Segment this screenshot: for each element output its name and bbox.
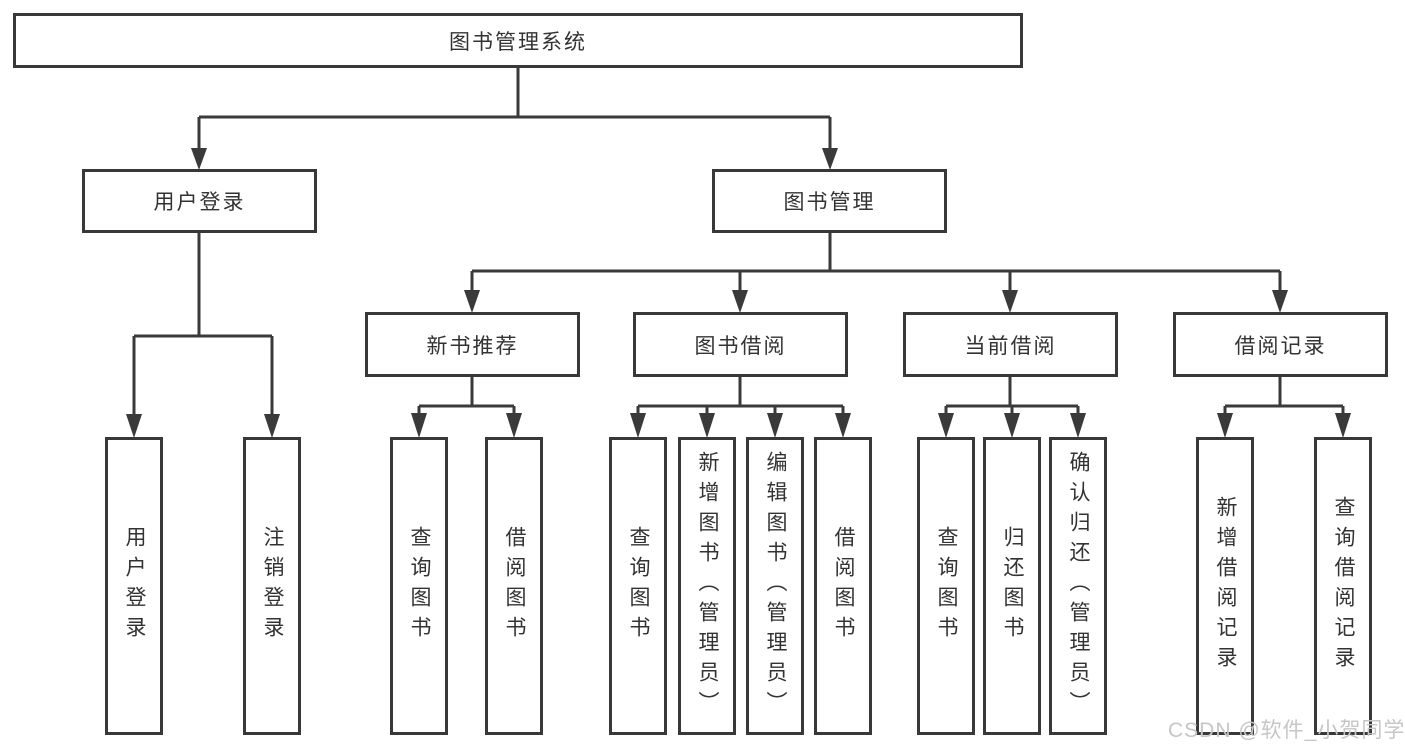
connector-current-borrow-children bbox=[938, 377, 1086, 438]
arrowhead bbox=[732, 290, 748, 313]
arrowhead bbox=[835, 413, 851, 438]
leaf-user-login: 用户登录 bbox=[105, 437, 163, 735]
arrowhead bbox=[699, 413, 715, 438]
node-label: 确认归还（管理员） bbox=[1067, 451, 1090, 721]
node-label: 图书管理系统 bbox=[449, 30, 587, 54]
arrowhead bbox=[126, 414, 142, 438]
node-borrow-records: 借阅记录 bbox=[1173, 312, 1388, 377]
node-label: 当前借阅 bbox=[964, 334, 1057, 358]
node-label: 编辑图书（管理员） bbox=[764, 451, 787, 721]
node-label: 查询图书 bbox=[627, 526, 650, 646]
node-label: 查询图书 bbox=[935, 526, 958, 646]
leaf-borrow-books-recommend: 借阅图书 bbox=[485, 437, 543, 735]
arrowhead bbox=[1070, 413, 1086, 438]
node-label: 用户登录 bbox=[153, 191, 246, 214]
node-label: 新增借阅记录 bbox=[1214, 496, 1237, 676]
arrowhead bbox=[1335, 413, 1351, 438]
arrowhead bbox=[1004, 413, 1020, 438]
node-current-borrow: 当前借阅 bbox=[903, 312, 1118, 377]
leaf-confirm-return-admin: 确认归还（管理员） bbox=[1049, 437, 1107, 735]
leaf-edit-books-admin: 编辑图书（管理员） bbox=[746, 437, 804, 735]
connector-book-management-children bbox=[464, 233, 1288, 313]
arrowhead bbox=[1272, 290, 1288, 313]
node-user-login: 用户登录 bbox=[82, 169, 317, 233]
leaf-query-books-current: 查询图书 bbox=[917, 437, 975, 735]
connector-user-login-children bbox=[126, 233, 280, 438]
leaf-query-books-recommend: 查询图书 bbox=[390, 437, 448, 735]
csdn-watermark: CSDN @软件_小贺同学 bbox=[1168, 719, 1405, 742]
arrowhead bbox=[1217, 413, 1233, 438]
connector-borrow-records-children bbox=[1217, 377, 1351, 438]
arrowhead bbox=[411, 413, 427, 438]
arrowhead bbox=[822, 148, 838, 170]
node-label: 图书借阅 bbox=[694, 334, 787, 358]
leaf-query-borrow-record: 查询借阅记录 bbox=[1314, 437, 1372, 735]
node-root-system: 图书管理系统 bbox=[13, 13, 1023, 68]
node-label: 归还图书 bbox=[1001, 526, 1024, 646]
node-label: 查询借阅记录 bbox=[1332, 496, 1355, 676]
arrowhead bbox=[191, 148, 207, 170]
leaf-query-books-borrow: 查询图书 bbox=[609, 437, 667, 735]
node-label: 查询图书 bbox=[408, 526, 431, 646]
connector-root-to-level2 bbox=[191, 68, 838, 170]
node-label: 用户登录 bbox=[123, 526, 146, 646]
leaf-borrow-books: 借阅图书 bbox=[814, 437, 872, 735]
leaf-logout: 注销登录 bbox=[243, 437, 301, 735]
connector-new-book-children bbox=[411, 377, 522, 438]
node-new-book-recommend: 新书推荐 bbox=[365, 312, 580, 377]
leaf-return-books: 归还图书 bbox=[983, 437, 1041, 735]
connector-book-borrow-children bbox=[630, 377, 851, 438]
node-label: 图书管理 bbox=[783, 191, 876, 214]
node-label: 新书推荐 bbox=[426, 334, 519, 358]
node-label: 借阅图书 bbox=[832, 526, 855, 646]
arrowhead bbox=[506, 413, 522, 438]
arrowhead bbox=[464, 290, 480, 313]
node-label: 注销登录 bbox=[261, 526, 284, 646]
leaf-add-books-admin: 新增图书（管理员） bbox=[678, 437, 736, 735]
node-label: 借阅记录 bbox=[1234, 334, 1327, 358]
arrowhead bbox=[264, 414, 280, 438]
arrowhead bbox=[767, 413, 783, 438]
node-label: 借阅图书 bbox=[503, 526, 526, 646]
arrowhead bbox=[938, 413, 954, 438]
arrowhead bbox=[1002, 290, 1018, 313]
node-book-management: 图书管理 bbox=[712, 169, 947, 233]
node-book-borrow: 图书借阅 bbox=[633, 312, 848, 377]
leaf-add-borrow-record: 新增借阅记录 bbox=[1196, 437, 1254, 735]
node-label: 新增图书（管理员） bbox=[696, 451, 719, 721]
arrowhead bbox=[630, 413, 646, 438]
